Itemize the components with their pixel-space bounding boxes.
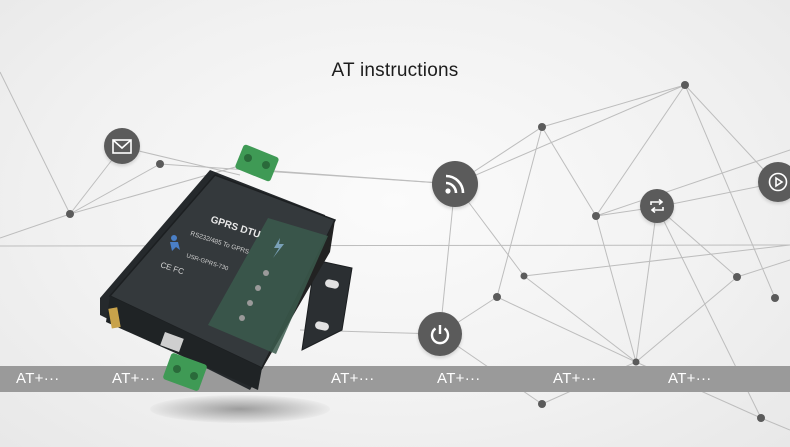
play-icon[interactable] bbox=[758, 162, 790, 202]
at-label: AT+··· bbox=[112, 370, 156, 387]
at-label: AT+··· bbox=[668, 370, 712, 387]
wifi-signal-icon[interactable] bbox=[432, 161, 478, 207]
mail-icon[interactable] bbox=[104, 128, 140, 164]
at-label: AT+··· bbox=[16, 370, 60, 387]
at-label: AT+··· bbox=[331, 370, 375, 387]
sync-icon[interactable] bbox=[640, 189, 674, 223]
power-icon[interactable] bbox=[418, 312, 462, 356]
page-title: AT instructions bbox=[331, 60, 459, 81]
at-label: AT+··· bbox=[437, 370, 481, 387]
gprs-dtu-device: GPRS DTU RS232/485 To GPRS USR-GPRS-730 … bbox=[100, 144, 353, 391]
device-shadow bbox=[150, 395, 330, 423]
brand-logo bbox=[170, 235, 180, 251]
at-command-band bbox=[0, 366, 790, 392]
at-label: AT+··· bbox=[553, 370, 597, 387]
